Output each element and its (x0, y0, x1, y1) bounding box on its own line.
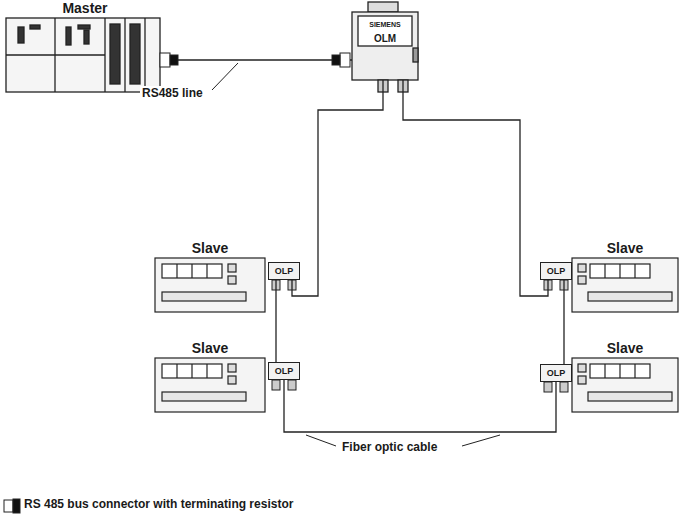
slave-station: Slave (572, 340, 678, 412)
slave-station: Slave (155, 340, 265, 412)
olp-module: OLP (268, 262, 300, 280)
cable-label: Fiber optic cable (340, 440, 439, 454)
legend-text: RS 485 bus connector with terminating re… (24, 497, 293, 511)
legend-connector-symbol (4, 499, 20, 513)
plc-master: Master (5, 0, 165, 92)
node-label: OLM (352, 33, 418, 45)
slave-units (155, 258, 678, 412)
node-label: Slave (155, 240, 265, 256)
fiber-optic-cable (292, 80, 383, 296)
slave-station: Slave (155, 240, 265, 312)
fiber-optic-cable (564, 280, 565, 364)
olm-device (352, 2, 418, 92)
slave-body (572, 258, 678, 312)
olp-module: OLP (540, 364, 572, 382)
node-label: Master (5, 0, 165, 16)
slave-body (155, 258, 265, 312)
connector-line (284, 380, 556, 432)
node-label: OLP (275, 366, 294, 376)
connector-line (403, 80, 548, 296)
olp-ports (272, 280, 568, 392)
fiber-optic-cable (276, 280, 277, 362)
node-label: Slave (572, 240, 678, 256)
connector-line (165, 59, 352, 60)
connector-line (292, 80, 383, 296)
node-label: OLP (275, 266, 294, 276)
olp-module: OLP (540, 262, 572, 280)
node-label: OLP (547, 266, 566, 276)
plc-rack (6, 18, 160, 92)
rs485-line (165, 60, 352, 61)
olp-module: OLP (268, 362, 300, 380)
node-label: Slave (572, 340, 678, 356)
node-label: Slave (155, 340, 265, 356)
fiber-optic-cable (284, 380, 556, 432)
rs485-connector (160, 53, 350, 67)
brand-label: SIEMENS (352, 20, 418, 29)
connector-line (563, 280, 564, 364)
node-label: OLP (547, 368, 566, 378)
fiber-optic-cable (403, 80, 548, 296)
olm-module: SIEMENS OLM (352, 12, 418, 80)
slave-station: Slave (572, 240, 678, 312)
slave-body (572, 358, 678, 412)
cable-label: RS485 line (140, 86, 205, 100)
connector-line (275, 280, 276, 362)
slave-body (155, 358, 265, 412)
